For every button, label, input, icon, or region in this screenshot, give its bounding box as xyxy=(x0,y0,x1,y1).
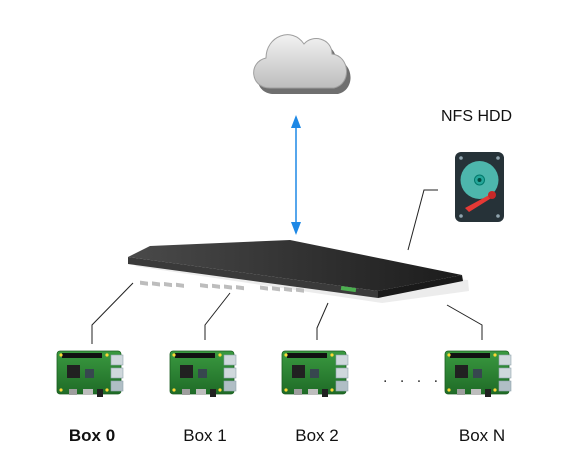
connector-box-1 xyxy=(204,292,231,340)
hdd-label: NFS HDD xyxy=(441,108,513,125)
box-label-2: Box 2 xyxy=(295,426,339,445)
raspberry-pi-board-2 xyxy=(281,350,349,397)
connector-hdd xyxy=(407,189,438,251)
ellipsis: . . . . xyxy=(383,369,443,386)
raspberry-pi-board-3 xyxy=(444,350,512,397)
raspberry-pi-board-0 xyxy=(56,350,124,397)
boards-group xyxy=(56,350,512,397)
box-label-1: Box 1 xyxy=(183,426,227,445)
bidirectional-arrow-icon xyxy=(291,115,301,235)
switch-led xyxy=(340,286,357,293)
box-label-n: Box N xyxy=(458,426,506,445)
hdd-icon xyxy=(455,152,504,222)
connector-box-0 xyxy=(91,282,134,344)
connector-box-n xyxy=(446,304,483,340)
connector-box-2 xyxy=(316,302,329,340)
raspberry-pi-board-1 xyxy=(169,350,237,397)
box-label-0: Box 0 xyxy=(68,426,116,445)
connector-lines xyxy=(91,189,483,344)
cloud-icon xyxy=(253,34,351,94)
network-switch-icon xyxy=(128,240,469,303)
